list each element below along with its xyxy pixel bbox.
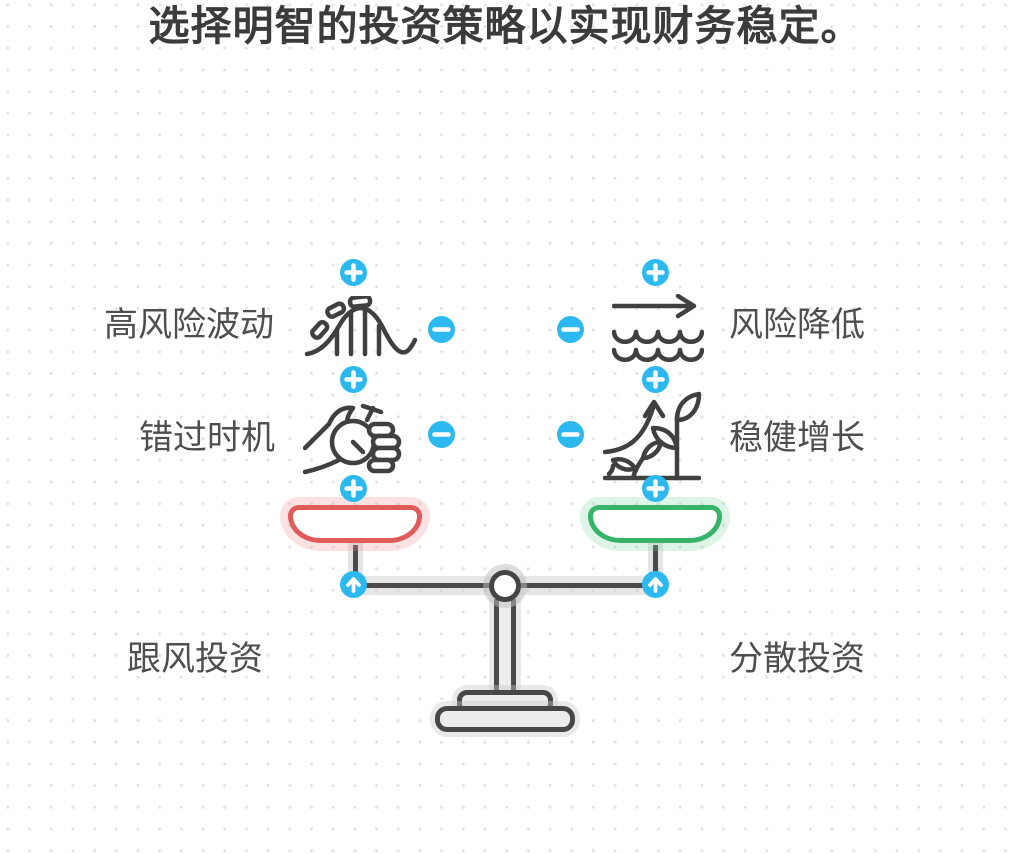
page-title: 选择明智的投资策略以实现财务稳定。 — [148, 3, 863, 49]
scale-right-stem — [653, 545, 658, 585]
plus-glyph — [344, 479, 363, 498]
rollercoaster-icon — [304, 296, 418, 357]
minus-icon[interactable] — [428, 316, 455, 343]
plus-glyph — [646, 370, 665, 389]
plus-icon[interactable] — [340, 259, 367, 286]
label-risk-reduction: 风险降低 — [729, 306, 865, 344]
plus-glyph — [646, 479, 665, 498]
minus-icon[interactable] — [428, 421, 455, 448]
label-steady-growth: 稳健增长 — [729, 419, 865, 457]
plus-icon[interactable] — [340, 475, 367, 502]
hand-stopwatch-icon — [303, 403, 402, 475]
scale-left-pan — [288, 505, 422, 543]
arrow-up-icon[interactable] — [340, 571, 367, 598]
arrow-up-glyph — [648, 577, 663, 593]
scale-right-pan — [588, 505, 722, 543]
label-high-risk-volatility: 高风险波动 — [104, 306, 274, 344]
calm-water-arrow-icon — [612, 294, 704, 362]
plus-glyph — [344, 263, 363, 282]
plant-growth-icon — [603, 391, 701, 481]
label-follow-the-crowd-investing: 跟风投资 — [127, 640, 263, 678]
plus-icon[interactable] — [642, 475, 669, 502]
arrow-up-icon[interactable] — [642, 571, 669, 598]
plus-icon[interactable] — [642, 366, 669, 393]
label-diversified-investing: 分散投资 — [729, 640, 865, 678]
scale-left-stem — [353, 545, 358, 585]
plus-glyph — [646, 263, 665, 282]
label-missed-timing: 错过时机 — [139, 419, 275, 457]
minus-icon[interactable] — [557, 316, 584, 343]
arrow-up-glyph — [346, 577, 361, 593]
plus-icon[interactable] — [340, 366, 367, 393]
minus-glyph — [432, 327, 451, 332]
scale-post — [494, 599, 516, 695]
minus-glyph — [561, 432, 580, 437]
minus-glyph — [561, 327, 580, 332]
minus-icon[interactable] — [557, 421, 584, 448]
scale-pivot — [489, 570, 521, 602]
minus-glyph — [432, 432, 451, 437]
scale-base-lower — [435, 706, 575, 732]
plus-icon[interactable] — [642, 259, 669, 286]
plus-glyph — [344, 370, 363, 389]
